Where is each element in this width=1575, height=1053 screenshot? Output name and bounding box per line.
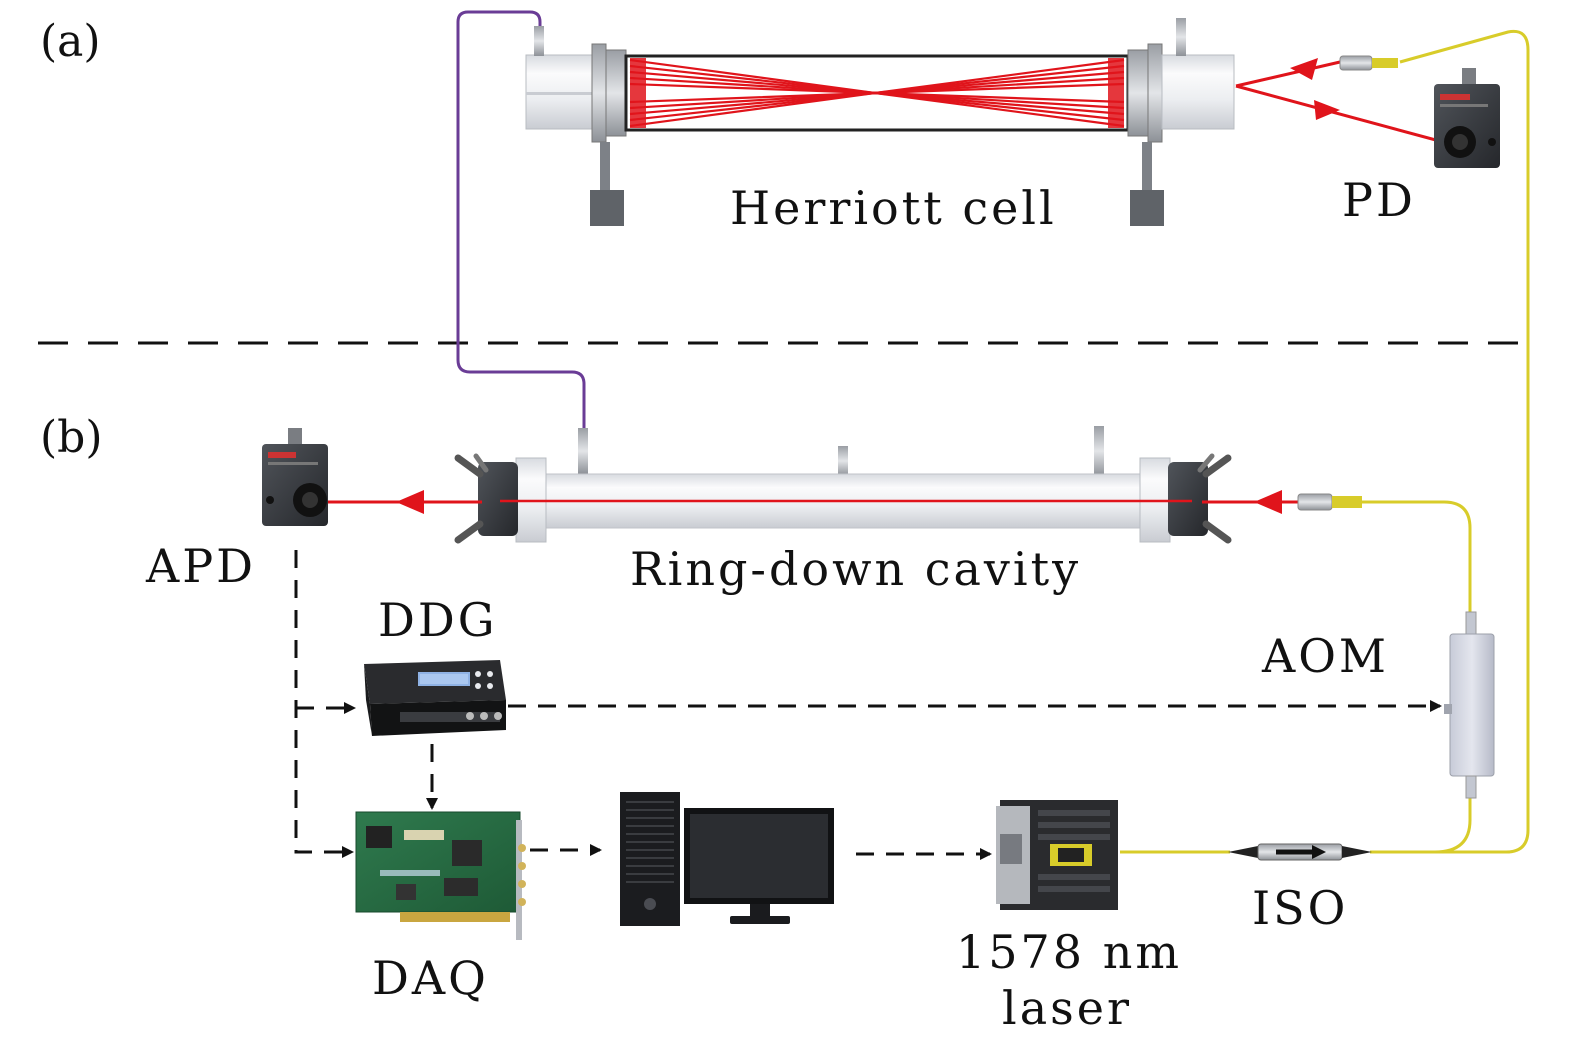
label-laser-line2: laser <box>1002 981 1132 1035</box>
label-daq: DAQ <box>372 951 489 1005</box>
label-pd: PD <box>1342 173 1416 227</box>
label-ddg: DDG <box>378 593 498 647</box>
aom-device <box>1444 611 1495 799</box>
label-aom: AOM <box>1261 629 1389 683</box>
signal-lines <box>294 550 1442 860</box>
fiber-collimator-a <box>1339 55 1398 71</box>
signal-apd-to-daq <box>294 550 354 858</box>
apd-detector <box>262 428 328 526</box>
yellow-fiber-main <box>1370 29 1530 854</box>
yellow-fiber-aom-out <box>1434 795 1472 854</box>
yellow-fiber-aom-in <box>1360 500 1472 618</box>
purple-fiber <box>456 10 586 430</box>
ring-down-cavity <box>454 426 1232 544</box>
isolator <box>1228 843 1372 861</box>
label-laser-line1: 1578 nm <box>956 925 1182 979</box>
computer <box>620 792 834 926</box>
ring-down-output-beam <box>312 490 482 514</box>
daq-card <box>355 811 526 940</box>
laser-module <box>996 800 1118 910</box>
panel-label-b: (b) <box>40 412 103 463</box>
herriott-cell <box>525 18 1235 226</box>
panel-label-a: (a) <box>40 16 101 67</box>
pd-detector <box>1434 68 1500 168</box>
herriott-external-beams <box>1235 58 1459 148</box>
fiber-collimator-b <box>1297 493 1362 511</box>
label-ring-down-cavity: Ring-down cavity <box>630 542 1081 596</box>
herriott-beam-pattern <box>629 58 1125 128</box>
label-iso: ISO <box>1252 881 1348 935</box>
ring-down-input-beam <box>1202 490 1300 514</box>
label-herriott-cell: Herriott cell <box>730 181 1057 235</box>
label-apd: APD <box>145 539 256 593</box>
ddg-device <box>364 660 506 736</box>
